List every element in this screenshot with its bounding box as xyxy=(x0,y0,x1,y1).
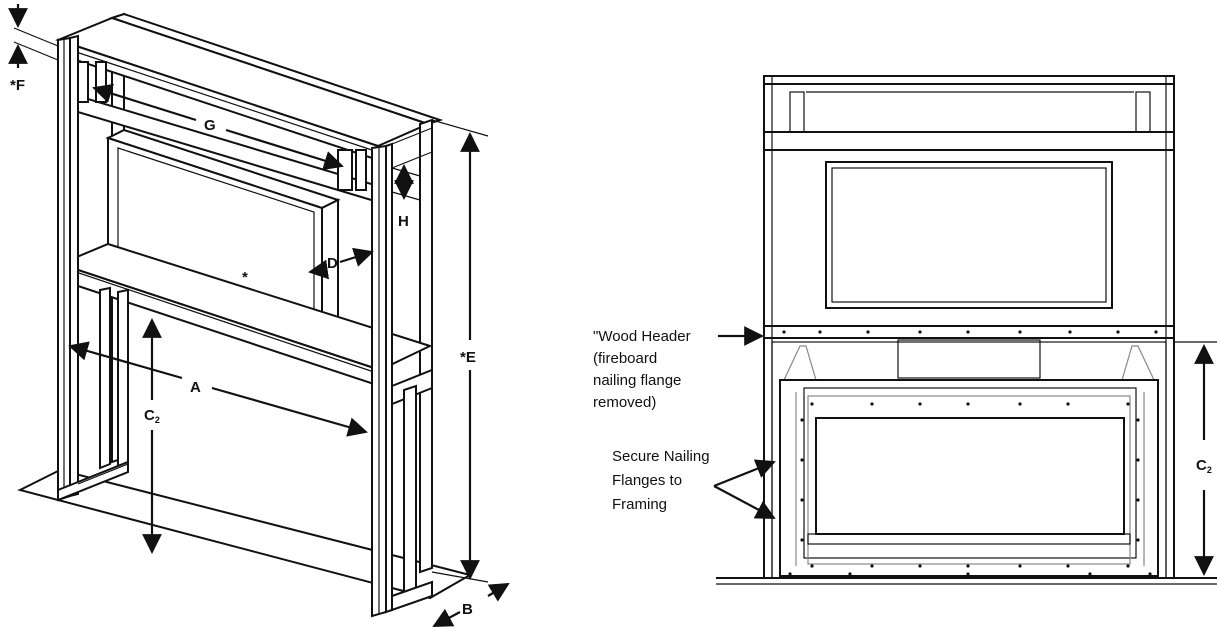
dim-label-star: * xyxy=(242,269,248,286)
firebox xyxy=(779,379,1159,577)
dim-label-e: *E xyxy=(460,349,476,366)
dim-label-c2-left: C2 xyxy=(144,407,160,425)
front-elevation-view: C2 "Wood Header (fireboard nailing flang… xyxy=(593,75,1217,585)
dim-label-a: A xyxy=(190,379,201,396)
dim-label-h: H xyxy=(398,213,409,230)
secure-nailing-note: Secure Nailing Flanges to Framing xyxy=(612,448,714,513)
nailing-dots xyxy=(782,330,1158,576)
dim-label-d: D xyxy=(327,255,338,272)
dim-label-g: G xyxy=(204,117,216,134)
wood-header-note: "Wood Header (fireboard nailing flange r… xyxy=(593,328,695,411)
isometric-framing-view: *F G H D * A C2 *E B xyxy=(8,4,510,627)
dim-label-f: *F xyxy=(10,77,25,94)
dim-label-b: B xyxy=(462,601,473,618)
dim-label-c2-right: C2 xyxy=(1196,457,1212,475)
front-tv xyxy=(825,161,1113,309)
